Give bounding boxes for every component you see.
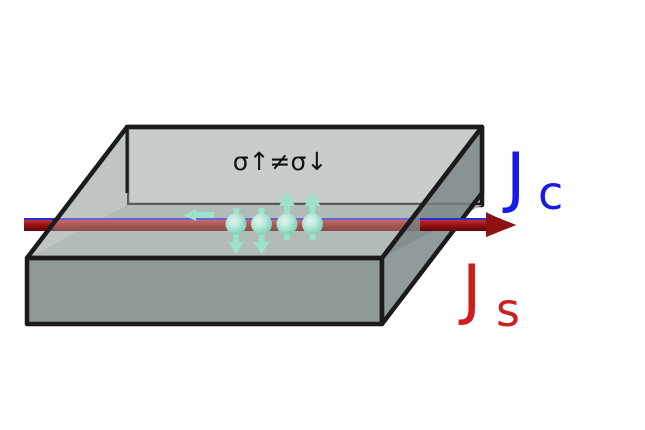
slab-top-edges (25, 124, 485, 261)
spin-drift-arrow-icon (184, 209, 214, 221)
spin-particle-ball (302, 213, 323, 235)
spin-particle-down (251, 208, 272, 254)
rod-exit-segment (420, 219, 490, 231)
charge-current-label: J c (502, 139, 563, 220)
charge-current-subscript: c (538, 166, 563, 220)
spin-current-label: J s (458, 251, 520, 337)
spin-current-subscript: s (496, 283, 520, 337)
conductivity-label: σ↑≠σ↓ (233, 147, 328, 176)
spin-particle-down (225, 208, 247, 254)
spin-particles (184, 192, 323, 254)
slab-top-face (27, 127, 482, 258)
spin-current-symbol: J (458, 251, 481, 328)
spin-particle-ball (276, 213, 298, 235)
slab-front-face (24, 255, 385, 327)
spin-particle-ball (225, 213, 247, 235)
spin-particle-ball (251, 213, 272, 235)
spin-particle-up (302, 192, 323, 240)
spin-particle-up (276, 192, 298, 240)
charge-current-symbol: J (502, 139, 525, 216)
